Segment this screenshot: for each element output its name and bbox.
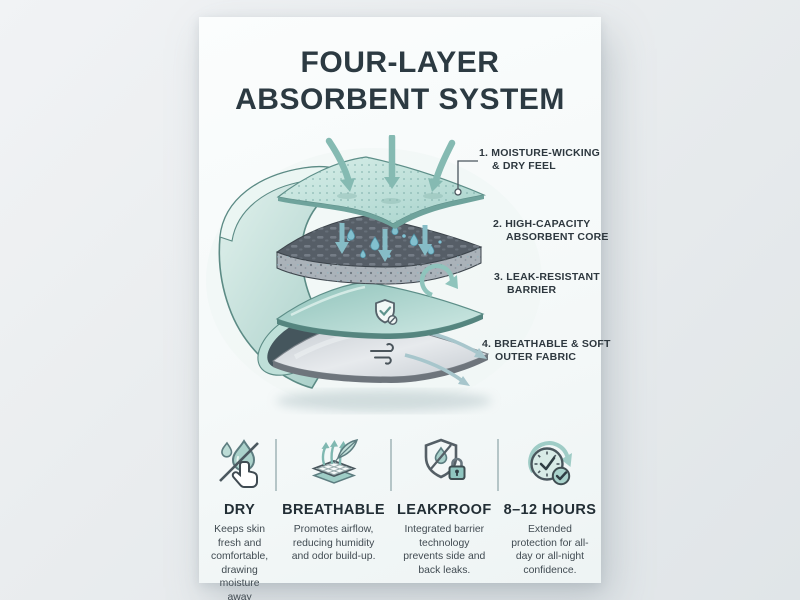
- feature-dry-description: Keeps skin fresh and comfortable, drawin…: [211, 524, 269, 600]
- clock-renewal-check-icon: [504, 433, 597, 493]
- feature-dry: DRY Keeps skin fresh and comfortable, dr…: [204, 433, 275, 600]
- layer-label-4-line2: OUTER FABRIC: [495, 351, 577, 363]
- feature-breathable-title: BREATHABLE: [282, 502, 385, 518]
- poster-title: FOUR-LAYER ABSORBENT SYSTEM: [199, 44, 601, 118]
- feature-leakproof-description: Integrated barrier technology prevents s…: [403, 524, 486, 576]
- feature-hours-description: Extended protection for all-day or all-n…: [511, 524, 589, 576]
- feature-breathable-description: Promotes airflow, reducing humidity and …: [291, 524, 376, 563]
- feature-divider: [496, 439, 499, 491]
- absorb-arrows-icon: [325, 135, 456, 192]
- feature-divider: [275, 439, 278, 491]
- feature-row: DRY Keeps skin fresh and comfortable, dr…: [204, 433, 596, 600]
- layer-label-3: 3. LEAK-RESISTANT BARRIER: [494, 271, 600, 297]
- layer-3-barrier: [275, 281, 485, 339]
- layer-label-3-line1: 3. LEAK-RESISTANT: [494, 271, 600, 283]
- layer-label-1-line1: 1. MOISTURE-WICKING: [479, 147, 601, 159]
- ground-shadow: [276, 390, 492, 412]
- inner-absorb-arrows-icon: [335, 223, 432, 262]
- feature-hours: 8–12 HOURS Extended protection for all-d…: [499, 433, 602, 600]
- droplets-icon: [347, 224, 435, 259]
- mesh-airflow-feather-icon: [282, 433, 385, 493]
- layer-label-1-line2: & DRY FEEL: [492, 160, 556, 172]
- wind-icon: [370, 343, 394, 365]
- feature-divider: [389, 439, 392, 491]
- layer-label-1: 1. MOISTURE-WICKING & DRY FEEL: [479, 147, 600, 173]
- shield-check-icon: [375, 299, 398, 325]
- feature-hours-title: 8–12 HOURS: [503, 502, 597, 518]
- feature-dry-title: DRY: [223, 502, 256, 518]
- infographic-poster: FOUR-LAYER ABSORBENT SYSTEM: [199, 17, 610, 600]
- feature-leakproof-title: LEAKPROOF: [396, 502, 492, 518]
- layer-label-4-line1: 4. BREATHABLE & SOFT: [482, 338, 611, 350]
- layer-diagram-illustration: [206, 135, 542, 412]
- layer-label-2-line2: ABSORBENT CORE: [506, 231, 609, 243]
- layer-label-2-line1: 2. HIGH-CAPACITY: [493, 218, 591, 230]
- layer-label-3-line2: BARRIER: [507, 284, 557, 296]
- feature-breathable: BREATHABLE Promotes airflow, reducing hu…: [277, 433, 390, 600]
- shield-droplet-lock-icon: [397, 433, 492, 493]
- layer-1-top-sheet: [276, 156, 487, 229]
- layer-label-4: 4. BREATHABLE & SOFT OUTER FABRIC: [482, 338, 611, 364]
- title-line-1: FOUR-LAYER: [300, 46, 500, 79]
- label-connector: [454, 160, 478, 196]
- feature-leakproof: LEAKPROOF Integrated barrier technology …: [392, 433, 497, 600]
- cycle-arrow-icon: [419, 263, 458, 298]
- title-line-2: ABSORBENT SYSTEM: [235, 83, 565, 116]
- layer-label-2: 2. HIGH-CAPACITY ABSORBENT CORE: [493, 218, 609, 244]
- droplet-slash-touch-icon: [209, 433, 270, 493]
